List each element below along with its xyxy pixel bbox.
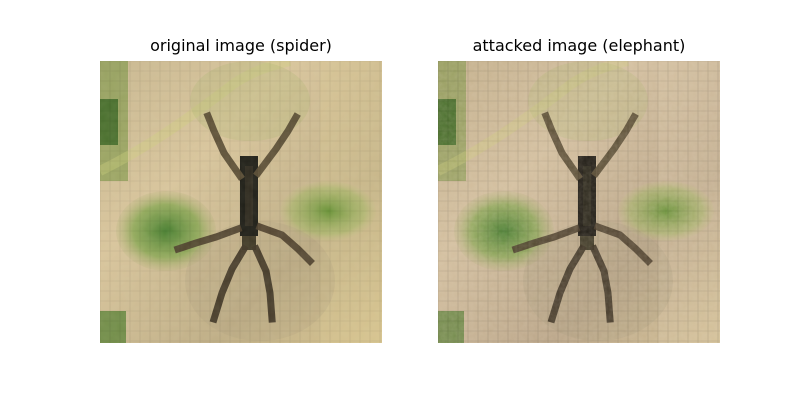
image-original-svg bbox=[100, 61, 382, 343]
panel-title-attacked: attacked image (elephant) bbox=[472, 36, 686, 55]
pixel-grid bbox=[100, 61, 382, 343]
panel-original: original image (spider) bbox=[100, 0, 382, 400]
pixel-noise-overlay bbox=[438, 61, 720, 343]
pixel-noise-overlay bbox=[100, 61, 382, 343]
pixel-grid bbox=[438, 61, 720, 343]
panel-attacked: attacked image (elephant) bbox=[438, 0, 720, 400]
panel-title-original: original image (spider) bbox=[150, 36, 332, 55]
image-original bbox=[100, 61, 382, 343]
image-attacked bbox=[438, 61, 720, 343]
image-attacked-svg bbox=[438, 61, 720, 343]
